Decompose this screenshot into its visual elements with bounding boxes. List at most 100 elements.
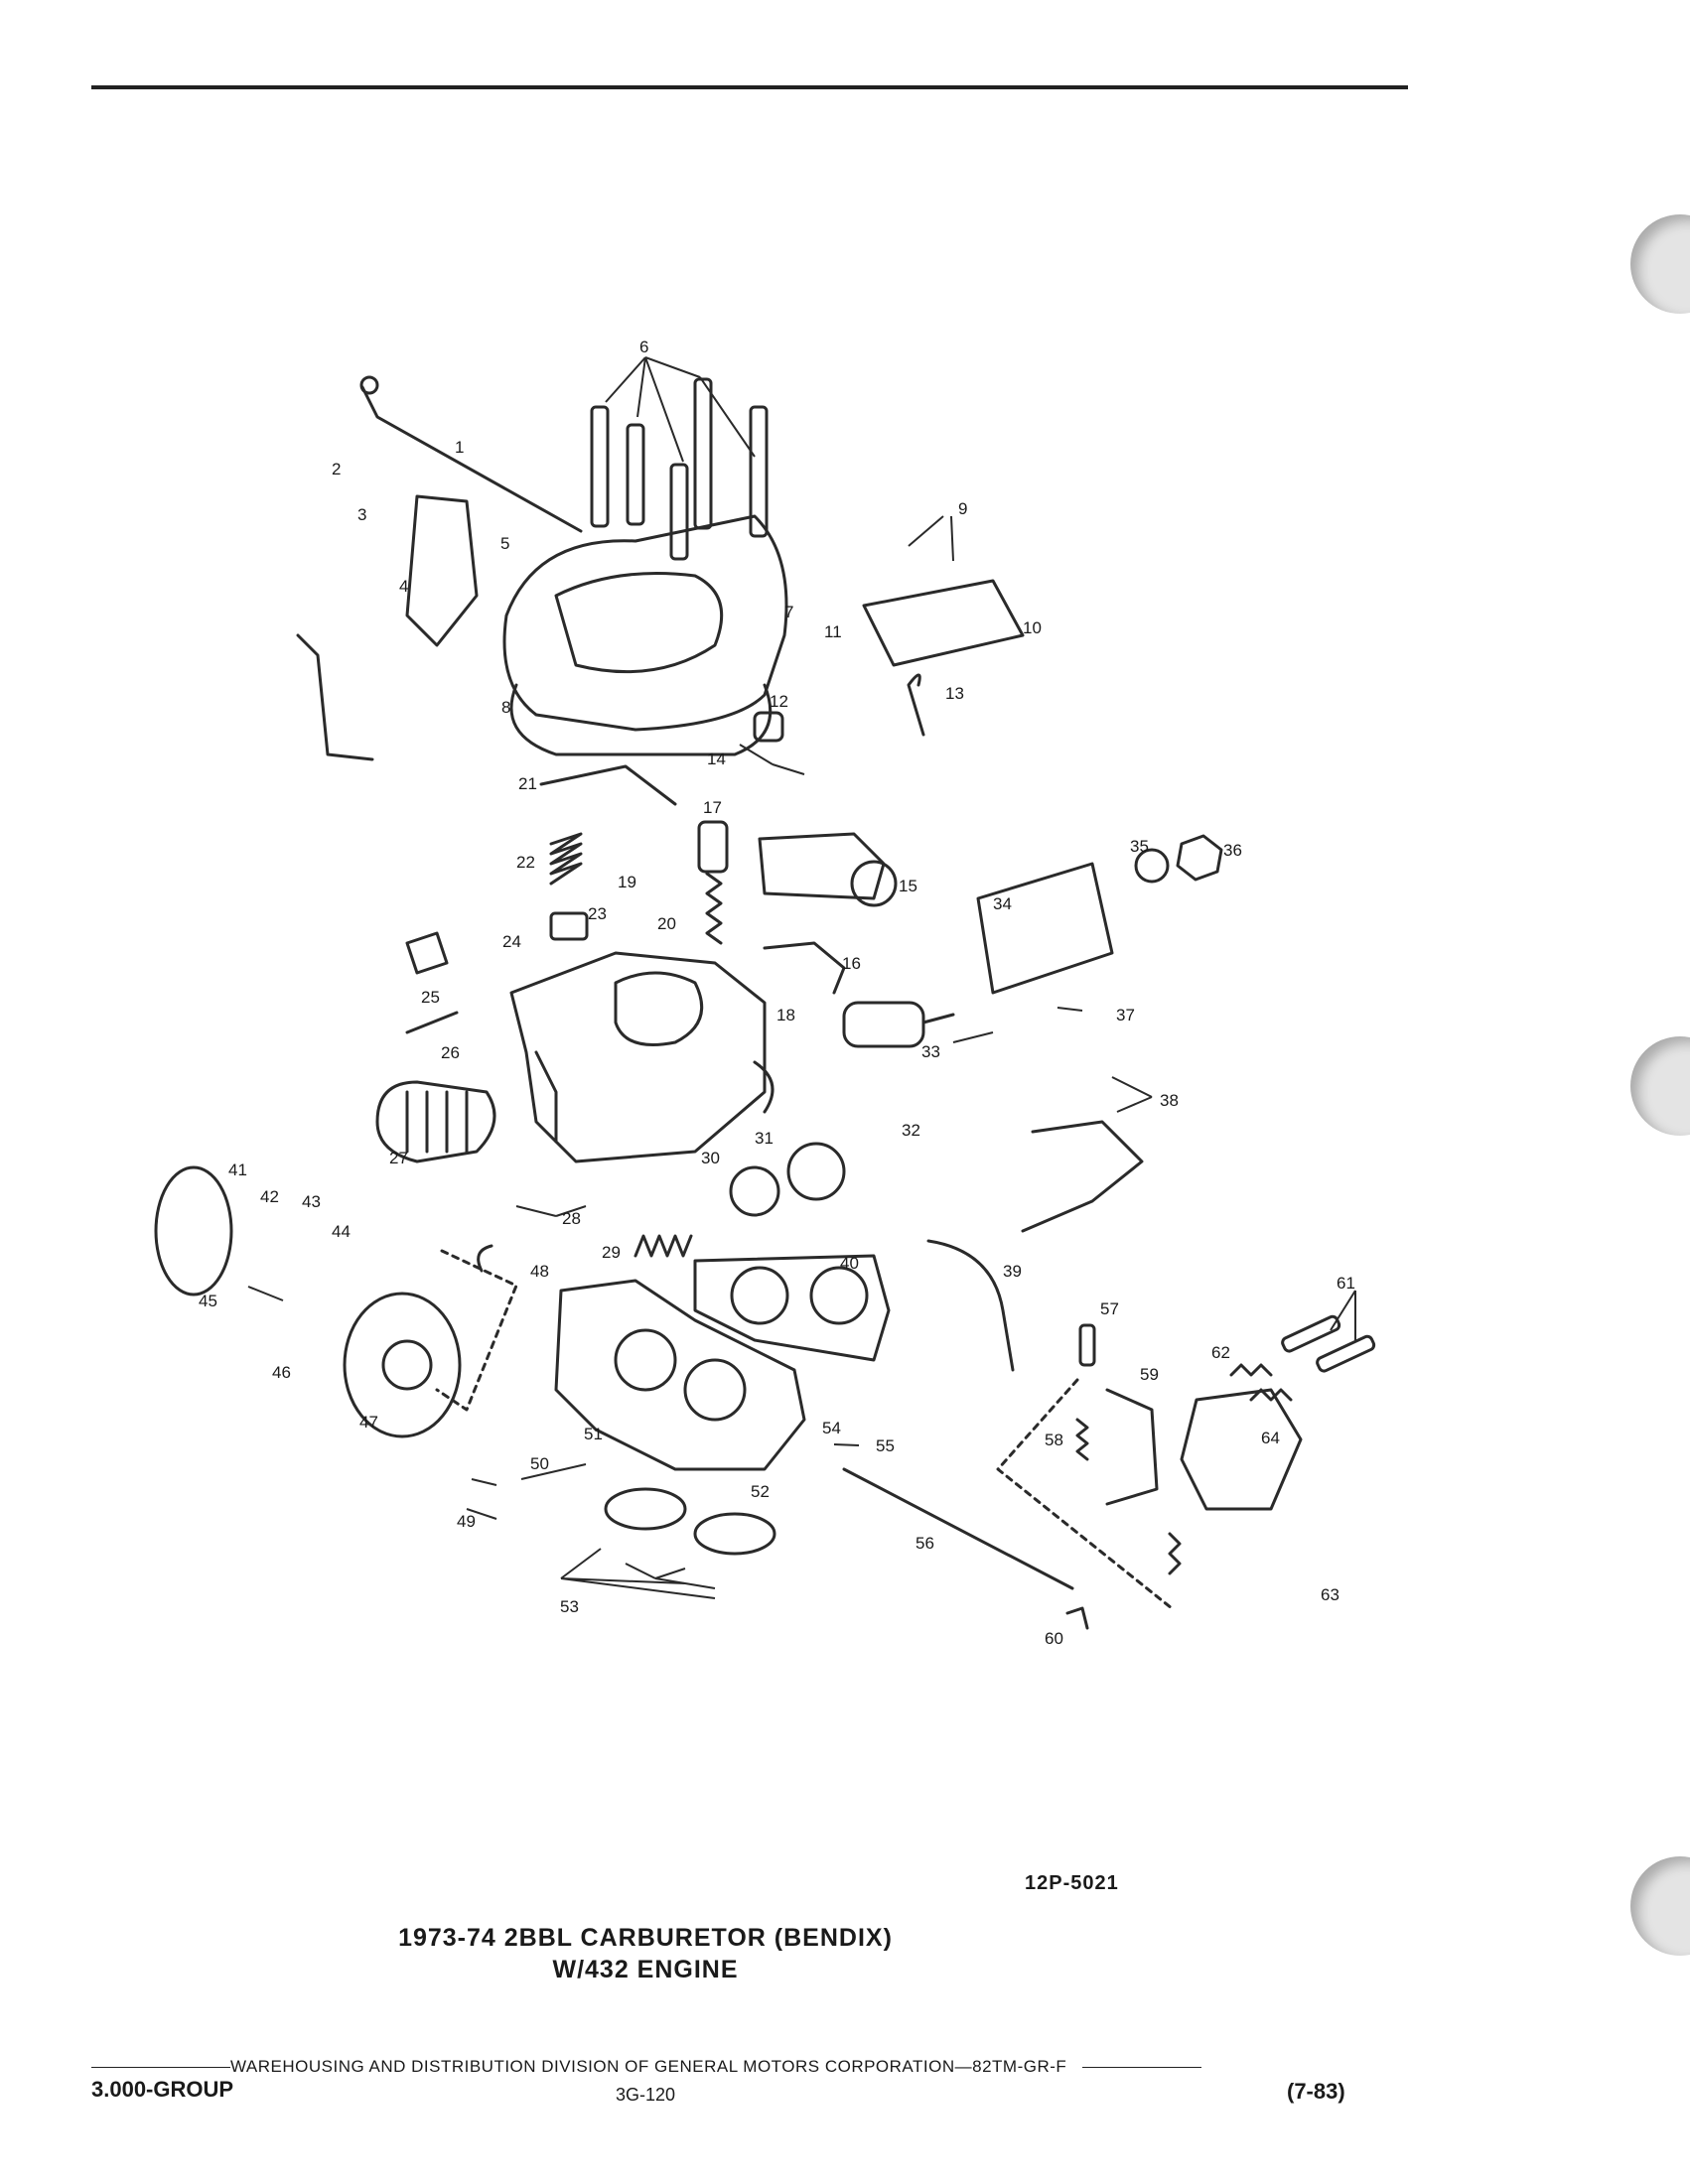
callout: 50: [530, 1454, 549, 1473]
callout: 3: [357, 505, 366, 524]
part-bracket: [1021, 1120, 1144, 1233]
part-choke-plate: [729, 1165, 780, 1217]
part-base-gasket: [693, 1254, 891, 1362]
callout: 45: [199, 1292, 217, 1310]
part-pump: [697, 820, 729, 874]
footer-page-number: 3G-120: [615, 2085, 676, 2105]
part-throttle-shaft: [842, 1467, 1074, 1590]
callout: 4: [399, 577, 408, 596]
callout: 41: [228, 1160, 247, 1179]
footer-group: 3.000-GROUP: [91, 2077, 234, 2102]
callout: 18: [776, 1006, 795, 1024]
callout: 21: [518, 774, 537, 793]
part-spring: [634, 1234, 693, 1258]
part-cover: [862, 579, 1025, 667]
part-wire: [926, 1239, 1015, 1372]
part-clip: [1065, 1606, 1089, 1630]
part-lever: [539, 764, 677, 806]
callout: 10: [1023, 618, 1042, 637]
part-gasket: [509, 683, 773, 756]
callout: 13: [945, 684, 964, 703]
part-fitting: [405, 931, 449, 975]
callout: 22: [516, 853, 535, 872]
callout: 40: [840, 1254, 859, 1273]
part-dash-outline: [435, 1249, 518, 1412]
callout: 11: [824, 622, 842, 641]
callout: 23: [588, 904, 607, 923]
callout: 36: [1223, 841, 1242, 860]
callout: 58: [1045, 1431, 1063, 1449]
figure-caption: 1973-74 2BBL CARBURETOR (BENDIX): [398, 1924, 893, 1952]
part-piston: [549, 911, 589, 941]
callout: 25: [421, 988, 440, 1007]
callout: 43: [302, 1192, 321, 1211]
callout: 7: [784, 603, 793, 621]
callout: 42: [260, 1187, 279, 1206]
callout: 32: [902, 1121, 920, 1140]
part-pin: [405, 1011, 459, 1034]
part-spring: [1249, 1388, 1293, 1402]
callout: 30: [701, 1149, 720, 1167]
part-throttle-body: [554, 1279, 806, 1471]
callout: 57: [1100, 1299, 1119, 1318]
part-diaphragm: [693, 1512, 776, 1556]
callout: 28: [562, 1209, 581, 1228]
part-throttle-lever: [1180, 1388, 1303, 1511]
callout: 31: [755, 1129, 774, 1148]
part-bracket: [405, 494, 479, 647]
callout: 29: [602, 1243, 621, 1262]
part-bracket: [296, 633, 374, 761]
part-choke-cover: [154, 1165, 233, 1297]
callout: 54: [822, 1419, 841, 1437]
part-solenoid: [842, 1001, 925, 1048]
callout: 34: [993, 894, 1012, 913]
part-dash-outline: [996, 1378, 1174, 1610]
callout: 15: [899, 877, 917, 895]
part-linkage: [763, 941, 846, 995]
callout: 16: [842, 954, 861, 973]
callout: 63: [1321, 1585, 1339, 1604]
callout: 48: [530, 1262, 549, 1281]
callout: 56: [915, 1534, 934, 1553]
footer-rule: [1081, 2067, 1201, 2069]
callout: 14: [707, 750, 726, 768]
callout: 20: [657, 914, 676, 933]
footer-rule: [91, 2067, 230, 2069]
footer-division-text: WAREHOUSING AND DISTRIBUTION DIVISION OF…: [230, 2057, 1067, 2076]
callout: 1: [455, 438, 464, 457]
part-spring: [1229, 1363, 1273, 1377]
part-callouts: 1 2 3 4 5 6 7 8 9 10 11 12 13 14 15 16 1…: [199, 338, 1355, 1648]
part-drawings: [154, 375, 1376, 1630]
part-screw: [1316, 1334, 1376, 1373]
callout: 24: [502, 932, 521, 951]
part-outlet: [753, 1060, 775, 1114]
part-venturi-cluster: [758, 832, 886, 900]
callout: 12: [770, 692, 788, 711]
part-spring: [1168, 1532, 1182, 1575]
callout: 37: [1116, 1006, 1135, 1024]
callout: 26: [441, 1043, 460, 1062]
top-rule: [91, 85, 1408, 89]
callout: 59: [1140, 1365, 1159, 1384]
part-thermostat-housing: [343, 1292, 462, 1438]
footer-division: WAREHOUSING AND DISTRIBUTION DIVISION OF…: [91, 2057, 1362, 2077]
callout: 61: [1337, 1274, 1355, 1293]
callout: 46: [272, 1363, 291, 1382]
part-link: [1078, 1323, 1096, 1367]
leader-lines: [247, 356, 1356, 1599]
callout: 49: [457, 1512, 476, 1531]
callout: 62: [1211, 1343, 1230, 1362]
figure-number: 12P-5021: [1025, 1872, 1119, 1894]
callout: 19: [618, 873, 636, 891]
callout: 5: [500, 534, 509, 553]
part-clip: [477, 1244, 493, 1273]
part-float: [375, 1080, 496, 1163]
callout: 47: [359, 1413, 378, 1432]
callout: 33: [921, 1042, 940, 1061]
part-nut: [1176, 834, 1223, 882]
part-lockwasher: [1134, 848, 1170, 884]
callout: 9: [958, 499, 967, 518]
callout: 39: [1003, 1262, 1022, 1281]
